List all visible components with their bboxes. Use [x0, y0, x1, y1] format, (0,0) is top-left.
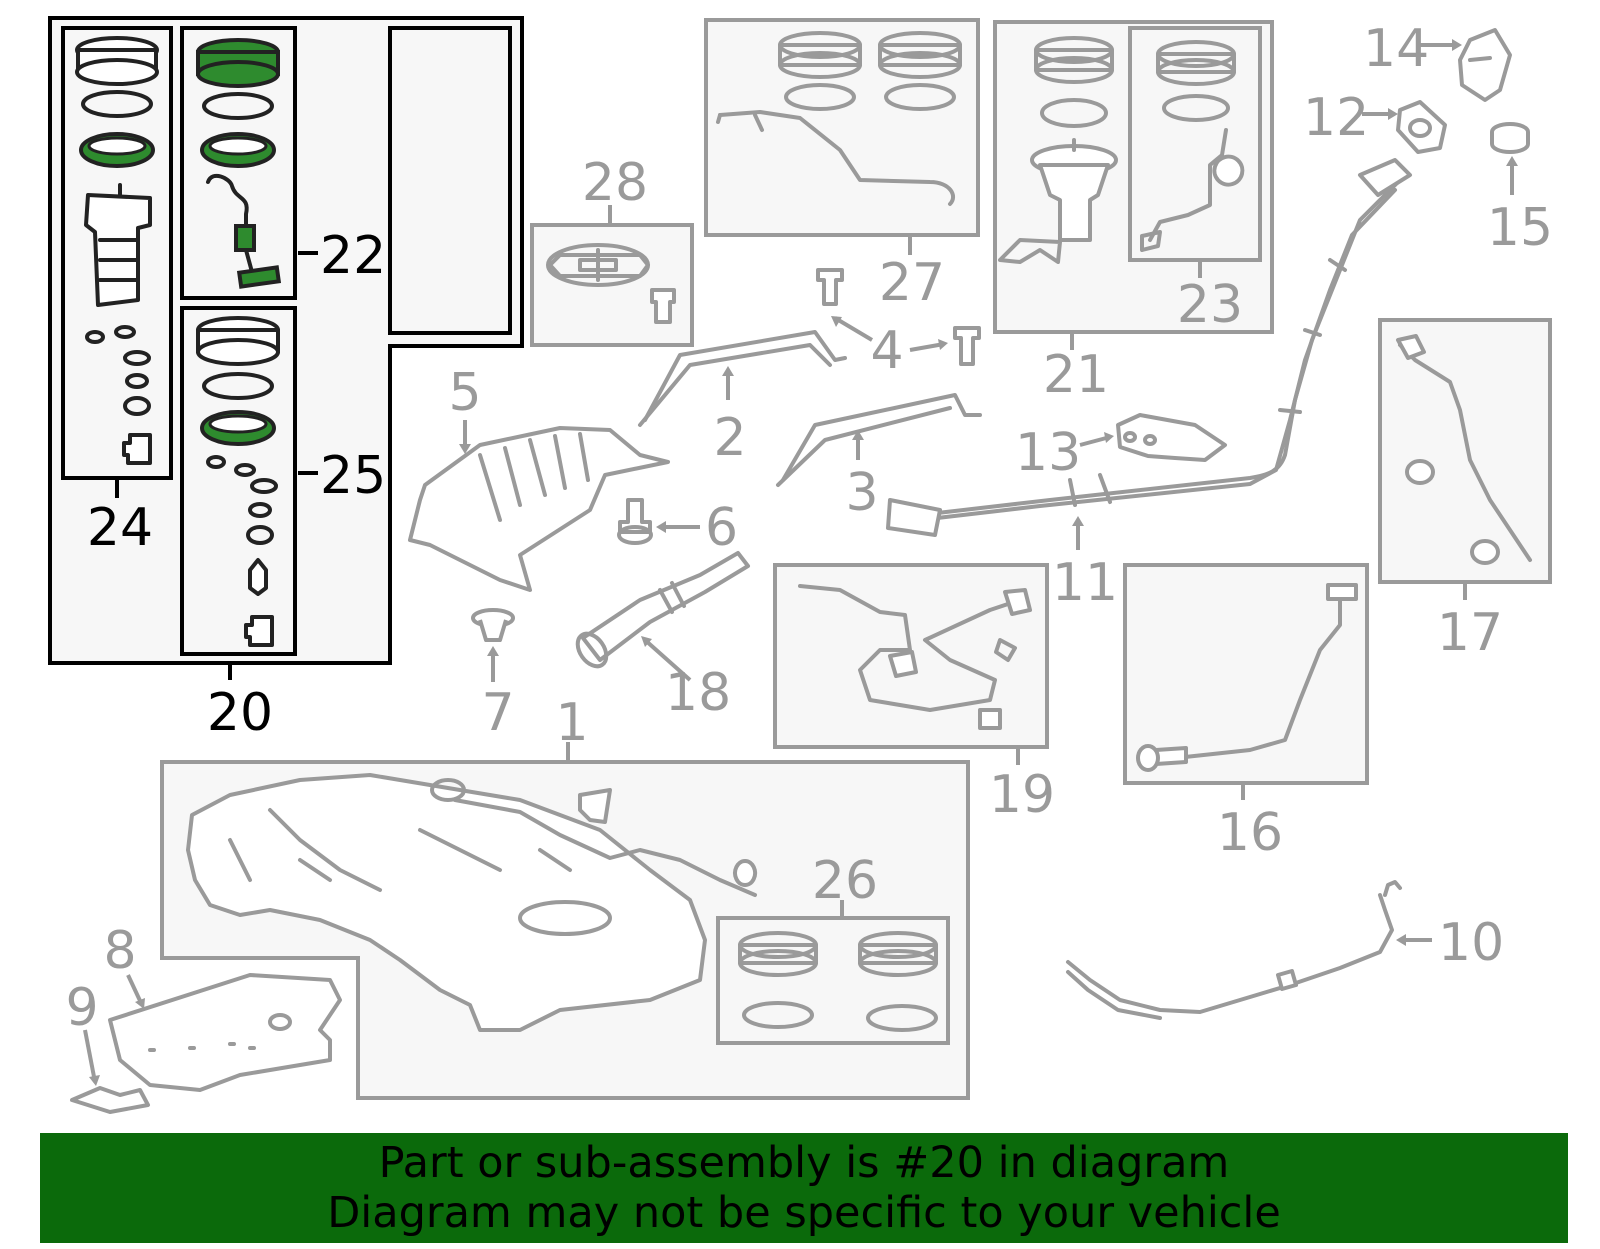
- callout-26: 26: [812, 851, 878, 911]
- part-1-group[interactable]: 1 26: [160, 693, 970, 1100]
- part-18-group[interactable]: 18: [572, 551, 750, 723]
- callout-18: 18: [665, 663, 731, 723]
- callout-9: 9: [65, 978, 98, 1038]
- part-8-group[interactable]: 8: [103, 921, 342, 1092]
- callout-7: 7: [481, 683, 514, 743]
- footer-line-1: Part or sub-assembly is #20 in diagram: [378, 1138, 1230, 1188]
- part-15-group[interactable]: 15: [1487, 122, 1553, 258]
- callout-20: 20: [207, 683, 273, 743]
- callout-2: 2: [713, 408, 746, 468]
- assembly-20-group[interactable]: 24 22 25 20: [48, 16, 524, 743]
- subassembly-25-parts: [196, 316, 280, 647]
- callout-5: 5: [448, 363, 481, 423]
- callout-16: 16: [1217, 803, 1283, 863]
- callout-15: 15: [1487, 198, 1553, 258]
- subassembly-24-parts: [75, 36, 159, 465]
- part-13-group[interactable]: 13: [1015, 413, 1227, 483]
- callout-4: 4: [870, 321, 903, 381]
- part-14-group[interactable]: 14: [1363, 19, 1512, 102]
- subassembly-22-parts: [196, 38, 282, 289]
- callout-10: 10: [1438, 913, 1504, 973]
- part-7-group[interactable]: 7: [471, 608, 515, 743]
- callout-19: 19: [989, 765, 1055, 825]
- callout-11: 11: [1052, 553, 1118, 613]
- part-4-group[interactable]: 4: [816, 268, 981, 381]
- callout-21: 21: [1043, 345, 1109, 405]
- callout-17: 17: [1437, 603, 1503, 663]
- footer-banner: Part or sub-assembly is #20 in diagram D…: [40, 1133, 1568, 1243]
- part-11-group[interactable]: 11: [886, 158, 1412, 613]
- callout-3: 3: [845, 463, 878, 523]
- callout-25: 25: [320, 446, 386, 506]
- callout-12: 12: [1303, 88, 1369, 148]
- callout-28: 28: [582, 153, 648, 213]
- callout-24: 24: [87, 498, 153, 558]
- callout-8: 8: [103, 921, 136, 981]
- part-16-group[interactable]: 16: [1123, 563, 1369, 863]
- callout-23: 23: [1177, 275, 1243, 335]
- callout-1: 1: [555, 693, 588, 753]
- part-5-group[interactable]: 5: [408, 363, 670, 592]
- part-27-group[interactable]: 27: [704, 18, 980, 313]
- part-12-group[interactable]: 12: [1303, 88, 1447, 154]
- footer-line-2: Diagram may not be specific to your vehi…: [327, 1188, 1281, 1238]
- part-9-group[interactable]: 9: [65, 978, 150, 1114]
- callout-27: 27: [879, 253, 945, 313]
- callout-14: 14: [1363, 19, 1429, 79]
- part-19-group[interactable]: 19: [773, 563, 1055, 825]
- callout-13: 13: [1015, 423, 1081, 483]
- part-17-group[interactable]: 17: [1378, 318, 1552, 663]
- part-2-group[interactable]: 2: [638, 330, 847, 468]
- part-6-group[interactable]: 6: [617, 498, 738, 558]
- subassembly-25-box[interactable]: [180, 306, 297, 656]
- callout-22: 22: [320, 226, 386, 286]
- part-28-group[interactable]: 28: [530, 153, 694, 347]
- assembly-20-empty-slot: [388, 26, 512, 335]
- part-3-group[interactable]: 3: [776, 393, 982, 523]
- part-10-group[interactable]: 10: [1066, 880, 1504, 1020]
- part-23-group[interactable]: 23: [1128, 26, 1262, 335]
- callout-6: 6: [705, 498, 738, 558]
